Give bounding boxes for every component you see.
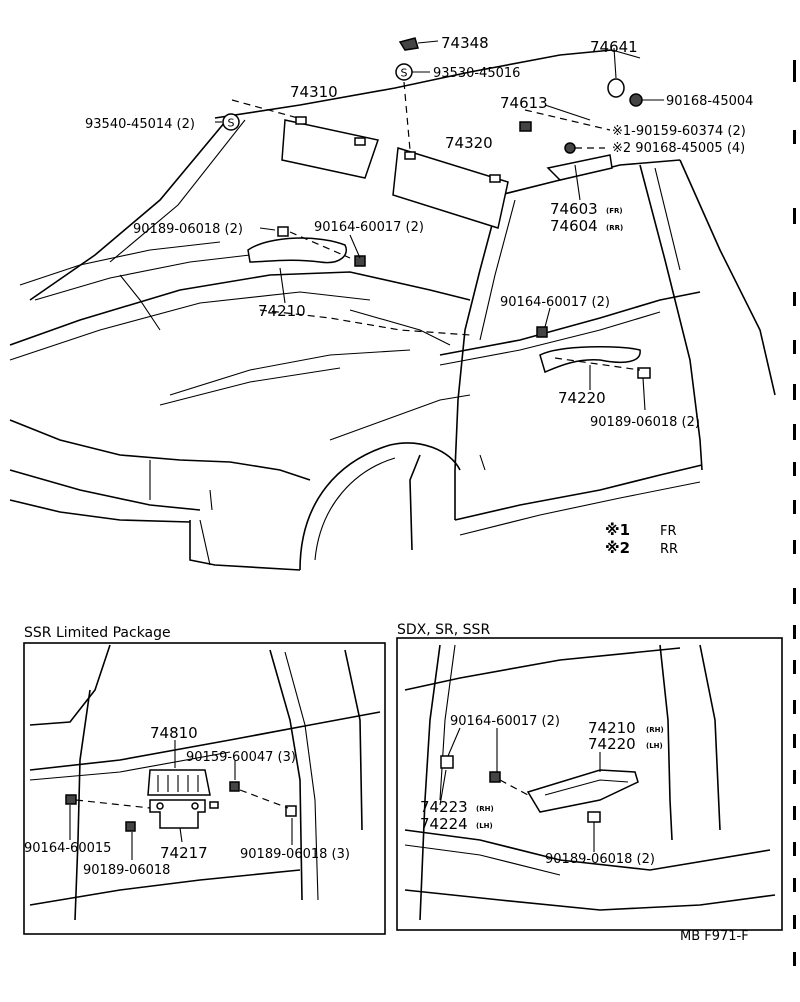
part-number-90164-right-box: 90164-60017 (2): [450, 714, 560, 729]
part-number-74310: 74310: [290, 83, 338, 101]
part-number-74224-suffix: (LH): [476, 822, 493, 830]
part-number-74224: 74224: [420, 815, 468, 833]
part-number-74641: 74641: [590, 38, 638, 56]
clip-74348: [398, 37, 419, 51]
legend-mark-2: ※2: [605, 539, 630, 557]
part-number-93530: 93530-45016: [433, 66, 520, 81]
part-number-74604-suffix: (RR): [606, 224, 623, 232]
sun-visor-74320: [392, 147, 509, 229]
right-box-labels: 90164-60017 (2) 74210 (RH) 74220 (LH) 74…: [420, 714, 664, 867]
part-number-74603-suffix: (FR): [606, 207, 623, 215]
clip-74613: [519, 121, 576, 154]
s-washer-label: S: [401, 67, 408, 80]
detail-box-sdx-sr-ssr: [396, 637, 783, 931]
part-number-74220-right-box: 74220: [588, 735, 636, 753]
part-number-90159-60374: ※1-90159-60374 (2): [612, 124, 746, 139]
part-number-74320: 74320: [445, 134, 493, 152]
section-title-ssr-limited: SSR Limited Package: [24, 625, 171, 641]
leader-lines: [215, 40, 664, 411]
part-number-90159-60047: 90159-60047 (3): [186, 750, 296, 765]
part-number-74217: 74217: [160, 844, 208, 862]
part-number-90168-45004: 90168-45004: [666, 94, 753, 109]
figure-code: MB F971-F: [680, 929, 749, 944]
left-box-drawing: [29, 644, 381, 921]
assist-grip-74210: [247, 226, 366, 267]
legend: ※1 FR ※2 RR: [605, 521, 678, 557]
part-number-74604: 74604: [550, 217, 598, 235]
part-number-74603: 74603: [550, 200, 598, 218]
part-number-90164-upper-left: 90164-60017 (2): [314, 220, 424, 235]
car-body-outline: [9, 49, 776, 571]
detail-box-ssr-limited: [23, 642, 386, 935]
upper-part-labels: 74348 93530-45016 74641 90168-45004 7431…: [85, 34, 753, 430]
part-number-90189-left-box: 90189-06018: [83, 863, 170, 878]
part-number-74348: 74348: [441, 34, 489, 52]
assist-grip-74603: [546, 154, 613, 181]
part-number-74613: 74613: [500, 94, 548, 112]
part-number-90189-upper-left: 90189-06018 (2): [133, 222, 243, 237]
right-box-drawing: [404, 644, 776, 921]
assist-grip-74220: [536, 326, 651, 379]
part-number-90189-left-box-3: 90189-06018 (3): [240, 847, 350, 862]
spacer-74641: [607, 78, 643, 107]
part-number-93540: 93540-45014 (2): [85, 117, 195, 132]
washer-s-marks: S S: [222, 63, 413, 131]
part-number-90164-60015: 90164-60015: [24, 841, 111, 856]
legend-value-rr: RR: [660, 542, 678, 557]
s-washer-label: S: [228, 117, 235, 130]
section-title-sdx-sr-ssr: SDX, SR, SSR: [397, 622, 490, 638]
part-number-90189-upper-right: 90189-06018 (2): [590, 415, 700, 430]
sun-visor-74310: [281, 116, 379, 179]
legend-mark-1: ※1: [605, 521, 630, 539]
legend-value-fr: FR: [660, 524, 677, 539]
part-number-90164-upper-right: 90164-60017 (2): [500, 295, 610, 310]
left-box-labels: 74810 90159-60047 (3) 90164-60015 74217 …: [24, 724, 350, 878]
part-number-74210-suffix: (RH): [646, 726, 664, 734]
part-number-74210-right-box: 74210: [588, 719, 636, 737]
part-number-74223: 74223: [420, 798, 468, 816]
part-number-90168-45005: ※2 90168-45005 (4): [612, 141, 745, 156]
part-number-74220-suffix: (LH): [646, 742, 663, 750]
part-number-74810: 74810: [150, 724, 198, 742]
part-number-74223-suffix: (RH): [476, 805, 494, 813]
part-number-90189-right-box: 90189-06018 (2): [545, 852, 655, 867]
right-edge-marks: [793, 60, 796, 966]
part-number-74220: 74220: [558, 389, 606, 407]
part-number-74210: 74210: [258, 302, 306, 320]
